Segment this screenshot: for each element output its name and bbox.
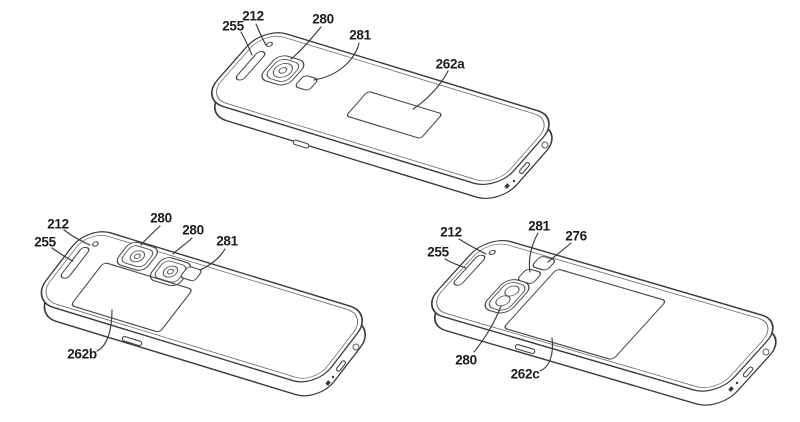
microphone-dot <box>488 249 496 255</box>
rear-camera <box>261 55 305 86</box>
ref-label-255-br: 255 <box>427 244 449 260</box>
microphone-dot <box>92 241 99 247</box>
ref-label-281-br: 281 <box>528 218 550 234</box>
leader-lines-bottom-right <box>444 232 572 372</box>
ref-label-280a-bl: 280 <box>150 210 172 226</box>
edge-port-details <box>514 344 770 392</box>
ref-label-255-bl: 255 <box>34 234 56 250</box>
touch-pad-262c <box>504 269 666 360</box>
speaker-slot <box>453 254 486 286</box>
ref-label-255-top: 255 <box>222 18 244 34</box>
touch-pad-262b <box>71 262 192 333</box>
camera-flash <box>180 266 202 282</box>
leader-lines-top <box>240 23 449 110</box>
ref-label-281-top: 281 <box>349 27 371 43</box>
ref-label-276: 276 <box>565 228 587 244</box>
bottom-right-phone <box>430 232 777 406</box>
camera-flash <box>295 75 318 91</box>
edge-port-details <box>292 139 549 189</box>
sensor-276 <box>532 256 555 271</box>
ref-label-212-br: 212 <box>440 224 462 240</box>
ref-label-262a: 262a <box>435 56 465 72</box>
touch-pad-262a <box>346 91 442 139</box>
ref-label-280-top: 280 <box>312 11 334 27</box>
ref-label-262c: 262c <box>510 366 540 382</box>
ref-label-212-bl: 212 <box>47 216 69 232</box>
ref-label-280b-bl: 280 <box>182 222 204 238</box>
microphone-dot <box>265 41 273 47</box>
speaker-slot <box>60 246 90 279</box>
phone-back <box>40 231 363 383</box>
ref-label-212-top: 212 <box>242 8 264 24</box>
top-phone <box>210 23 553 199</box>
speaker-slot <box>235 51 266 81</box>
edge-port-details <box>121 335 360 386</box>
dual-rear-camera <box>484 279 530 314</box>
bottom-left-phone <box>40 225 366 397</box>
rear-camera-1 <box>116 241 159 271</box>
ref-label-262b: 262b <box>67 346 97 362</box>
leader-lines-bottom-left <box>51 225 226 352</box>
ref-label-281-bl: 281 <box>216 233 238 249</box>
phone-back <box>430 240 774 392</box>
ref-label-280-br: 280 <box>455 352 477 368</box>
